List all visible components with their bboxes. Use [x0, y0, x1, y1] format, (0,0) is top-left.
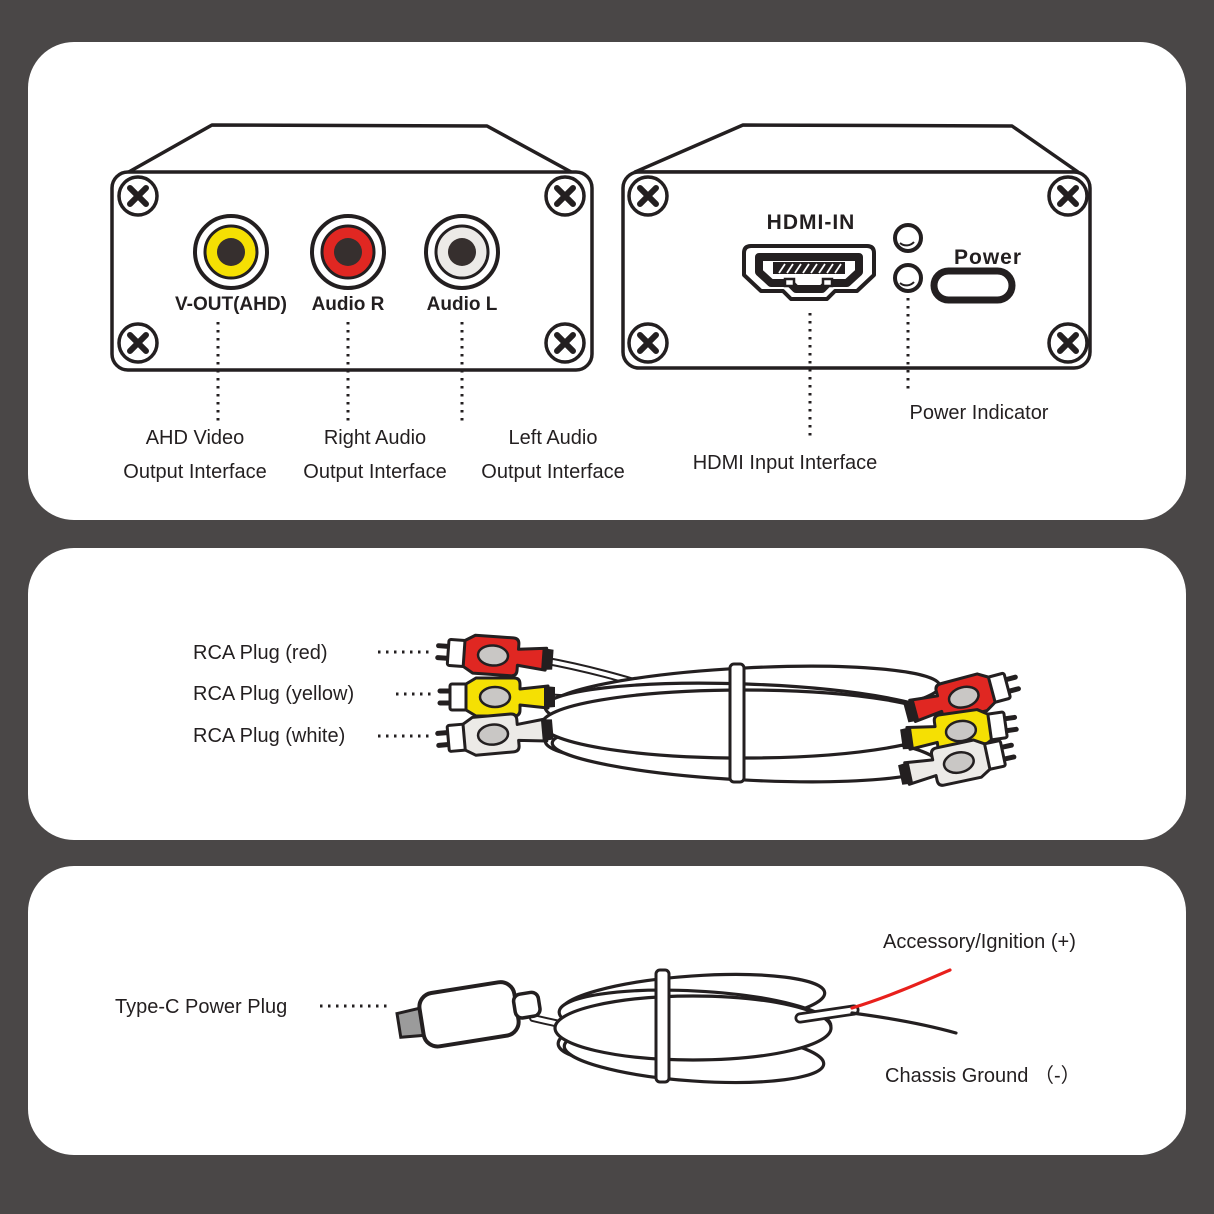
typec-power-port-icon [930, 267, 1016, 304]
rca-plug-yellow-label: RCA Plug (yellow) [193, 683, 354, 705]
device-top-surface [125, 123, 575, 175]
rca-plug-white-icon [437, 710, 555, 758]
rca-jack-center [217, 238, 245, 266]
rca-plug-red-icon [437, 633, 554, 679]
power-cable-coil [553, 968, 833, 1085]
rca-plug-red-label: RCA Plug (red) [193, 642, 328, 664]
screw-icon [1047, 322, 1089, 364]
device-ports-panel: V-OUT(AHD) Audio R Audio L AHD Video Out… [28, 42, 1186, 520]
audio-r-annotation-line2: Output Interface [303, 461, 446, 483]
device-top-surface [633, 123, 1080, 174]
audio-r-annotation-line1: Right Audio [324, 427, 426, 449]
rca-cable-coil [540, 662, 948, 784]
vout-annotation-line1: AHD Video [146, 427, 245, 449]
vout-port-label: V-OUT(AHD) [175, 294, 287, 315]
ground-wire-annotation: Chassis Ground （-） [885, 1064, 1081, 1087]
device-av-output-view: V-OUT(AHD) Audio R Audio L [110, 123, 594, 372]
typec-plug-icon [395, 980, 542, 1049]
audio-r-port-label: Audio R [312, 294, 385, 315]
rca-plug-white-label: RCA Plug (white) [193, 725, 345, 747]
device-ports-illustration: V-OUT(AHD) Audio R Audio L AHD Video Out… [110, 123, 1092, 483]
screw-icon [117, 175, 159, 217]
led-indicator-power [893, 263, 923, 293]
vout-annotation-line2: Output Interface [123, 461, 266, 483]
screw-icon [627, 322, 669, 364]
cable-tie [728, 662, 746, 784]
rca-cable-illustration: RCA Plug (red) RCA Plug (yellow) RCA Plu… [193, 548, 1186, 840]
audio-l-annotation-line1: Left Audio [509, 427, 598, 449]
hdmi-tab [783, 277, 796, 288]
rca-jack-center [334, 238, 362, 266]
screw-icon [117, 322, 159, 364]
rca-jack-audio-left [424, 214, 500, 290]
audio-l-port-label: Audio L [427, 294, 498, 315]
power-cable-panel: Type-C Power Plug Accessory/Ignitio [28, 866, 1186, 1155]
screw-icon [627, 175, 669, 217]
typec-plug-label: Type-C Power Plug [115, 996, 287, 1018]
hdmi-input-annotation: HDMI Input Interface [693, 452, 878, 474]
rca-jack-video-out [193, 214, 269, 290]
positive-wire-annotation: Accessory/Ignition (+) [883, 931, 1076, 953]
typec-plug-neck [511, 990, 542, 1020]
hdmi-connector-hatch [778, 263, 842, 274]
hdmi-port-icon [742, 244, 876, 301]
cable-tie [654, 968, 671, 1084]
wire-split [794, 968, 958, 1035]
positive-wire [850, 968, 952, 1010]
hdmi-in-label: HDMI-IN [767, 211, 856, 234]
power-label: Power [954, 246, 1022, 269]
rca-jack-center [448, 238, 476, 266]
audio-l-annotation-line2: Output Interface [481, 461, 624, 483]
led-shine [899, 241, 915, 287]
screw-icon [544, 175, 586, 217]
led-indicator-top [893, 223, 923, 253]
rca-jack-audio-right [310, 214, 386, 290]
hdmi-tab [821, 277, 834, 288]
rca-plug-yellow-icon [440, 678, 555, 716]
hdmi-connector-bar [773, 262, 845, 274]
ground-wire [850, 1011, 958, 1035]
screw-icon [544, 322, 586, 364]
screw-icon [1047, 175, 1089, 217]
typec-plug-body [417, 980, 521, 1049]
power-indicator-annotation: Power Indicator [910, 402, 1049, 424]
rca-cable-panel: RCA Plug (red) RCA Plug (yellow) RCA Plu… [28, 548, 1186, 840]
device-hdmi-input-view: HDMI-IN Power [621, 123, 1092, 370]
power-cable-illustration: Type-C Power Plug Accessory/Ignitio [115, 931, 1081, 1087]
